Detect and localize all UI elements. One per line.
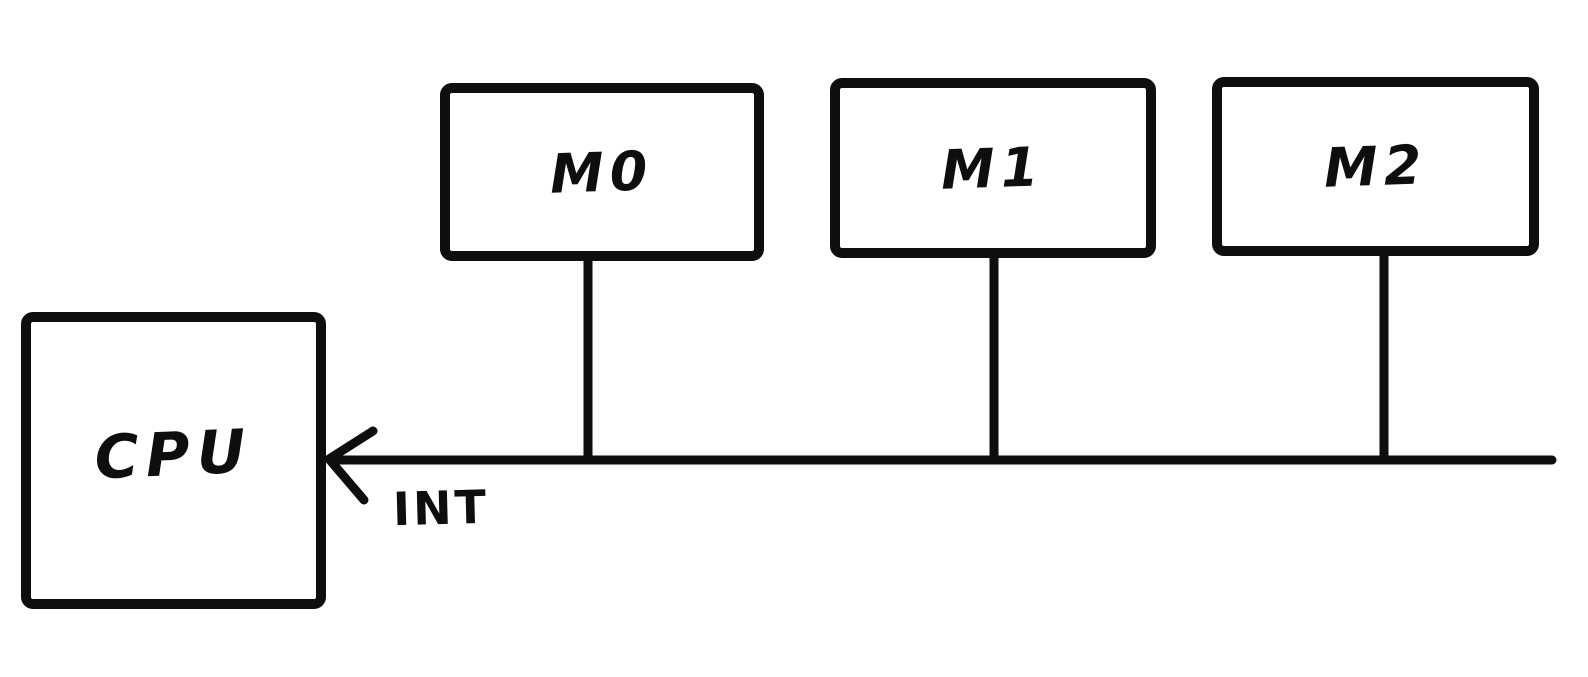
module-box-m1: M1	[830, 78, 1156, 258]
module-label-m0: M0	[549, 138, 655, 206]
module-box-m0: M0	[440, 83, 764, 261]
module-label-m1: M1	[940, 134, 1046, 202]
cpu-box: CPU	[21, 312, 326, 609]
interrupt-line-label: INT	[392, 479, 490, 537]
arrowhead-icon	[324, 426, 378, 505]
module-box-m2: M2	[1212, 77, 1539, 256]
module-label-m2: M2	[1322, 133, 1429, 200]
cpu-label: CPU	[92, 416, 254, 493]
